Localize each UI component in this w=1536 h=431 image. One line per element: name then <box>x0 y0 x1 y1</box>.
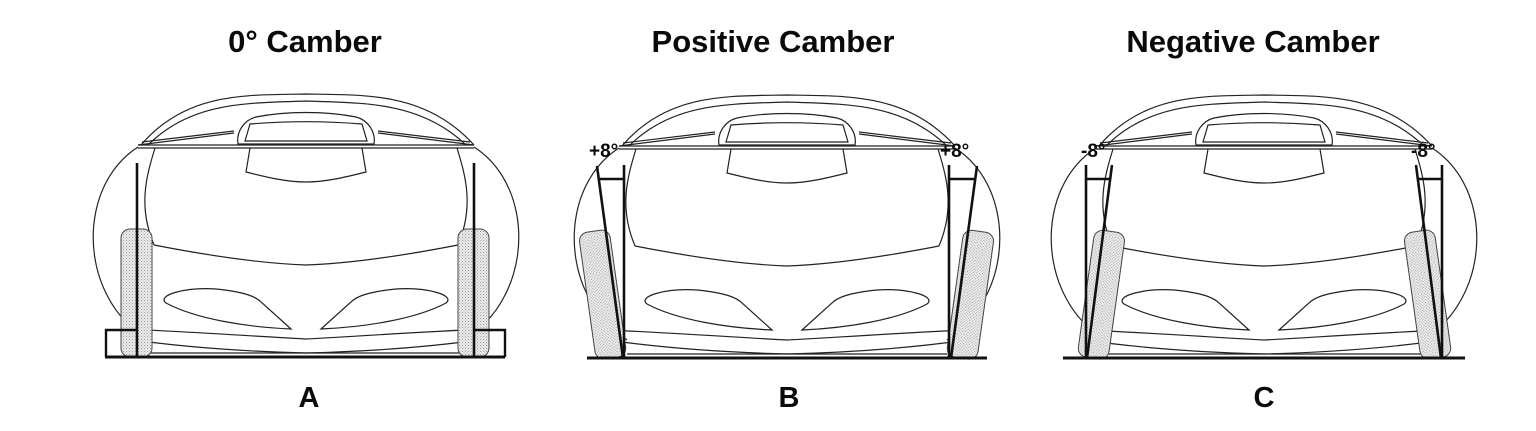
panel-b-left-angle-label: +8° <box>589 141 619 162</box>
panel-a-letter: A <box>298 382 320 414</box>
panel-a-drawing <box>92 93 520 359</box>
panel-c-left-angle-label: -8° <box>1081 141 1106 162</box>
panel-c-right-angle-label: -8° <box>1411 141 1436 162</box>
right-camber-line <box>949 165 979 359</box>
panel-b-title: Positive Camber <box>651 24 895 59</box>
left-camber-line <box>1085 164 1114 359</box>
panel-b-right-angle-label: +8° <box>940 141 970 162</box>
panel-c-drawing <box>1050 94 1478 360</box>
right-camber-line <box>1414 164 1443 359</box>
panel-b-drawing <box>573 94 1001 360</box>
panel-b-letter: B <box>778 382 800 414</box>
panel-c-title: Negative Camber <box>1126 24 1380 59</box>
panel-c-letter: C <box>1253 382 1275 414</box>
left-camber-line <box>595 165 625 359</box>
panel-a-title: 0° Camber <box>228 24 382 59</box>
